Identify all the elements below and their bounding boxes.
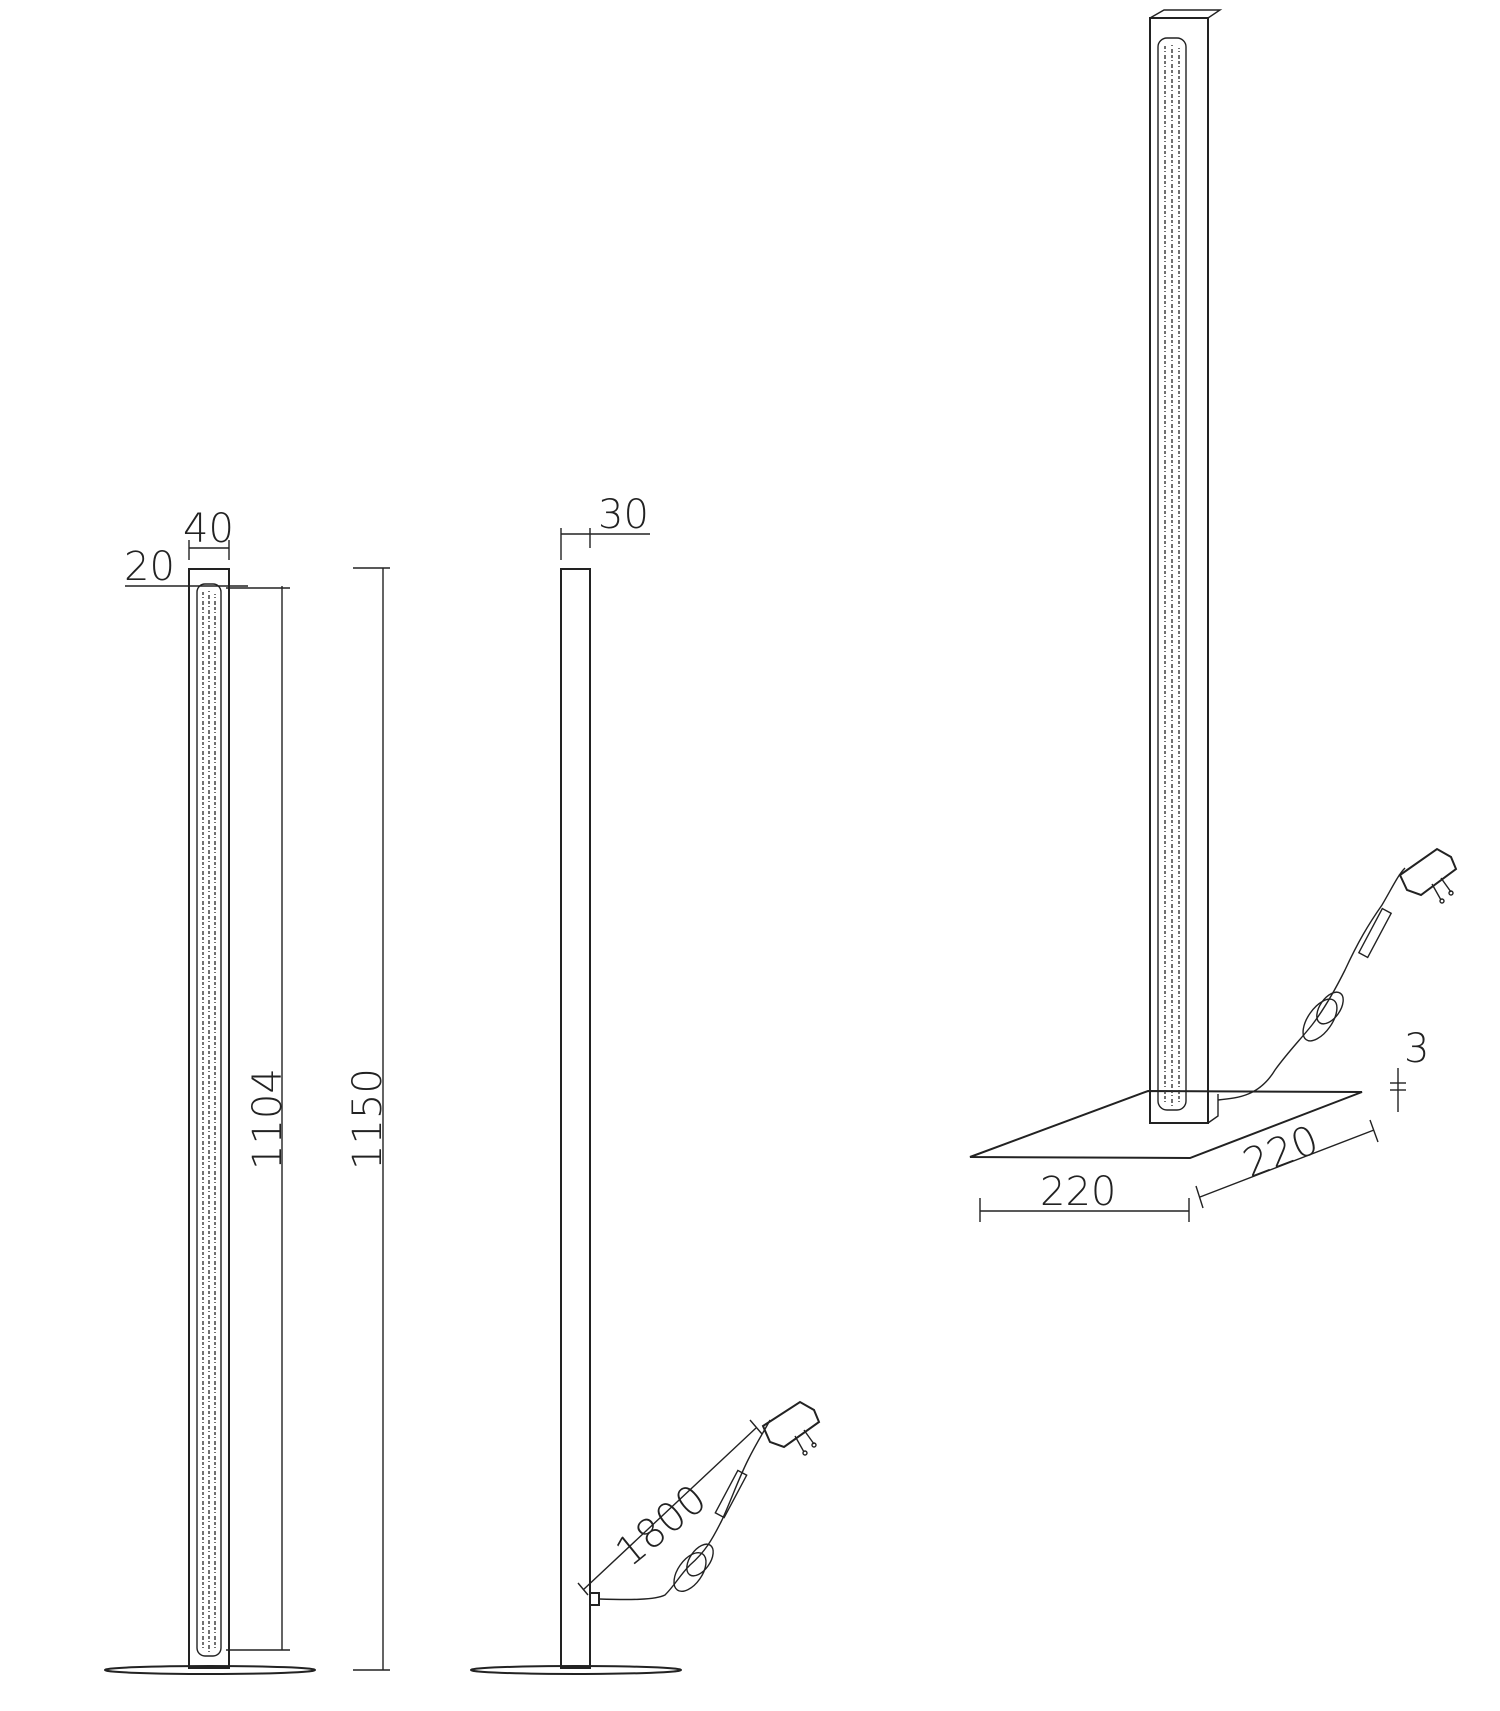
cable-length-label: 1800 xyxy=(607,1476,715,1576)
front-pole xyxy=(188,568,230,1669)
side-depth-label: 30 xyxy=(598,492,649,538)
perspective-view: 220 220 3 xyxy=(969,9,1458,1222)
base-width-label: 220 xyxy=(1040,1169,1116,1215)
perspective-base xyxy=(969,1089,1363,1160)
side-pole xyxy=(560,568,591,1669)
side-cable xyxy=(598,1419,771,1601)
base-depth-label: 220 xyxy=(1237,1117,1325,1187)
perspective-plug-adapter-icon xyxy=(1398,847,1458,904)
perspective-light-strip xyxy=(1157,37,1187,1111)
total-height-label: 1150 xyxy=(345,1068,391,1170)
perspective-cable xyxy=(1217,867,1406,1101)
base-thickness-label: 3 xyxy=(1404,1026,1429,1072)
front-width-label: 40 xyxy=(183,506,234,552)
plug-adapter-icon xyxy=(761,1400,821,1456)
front-offset-label: 20 xyxy=(124,544,175,590)
side-view: 30 1800 xyxy=(470,492,821,1675)
front-view: 40 20 1104 1150 xyxy=(104,506,391,1675)
light-height-label: 1104 xyxy=(245,1068,291,1170)
front-light-strip xyxy=(196,583,222,1657)
side-base xyxy=(470,1665,682,1675)
front-base xyxy=(104,1665,316,1675)
